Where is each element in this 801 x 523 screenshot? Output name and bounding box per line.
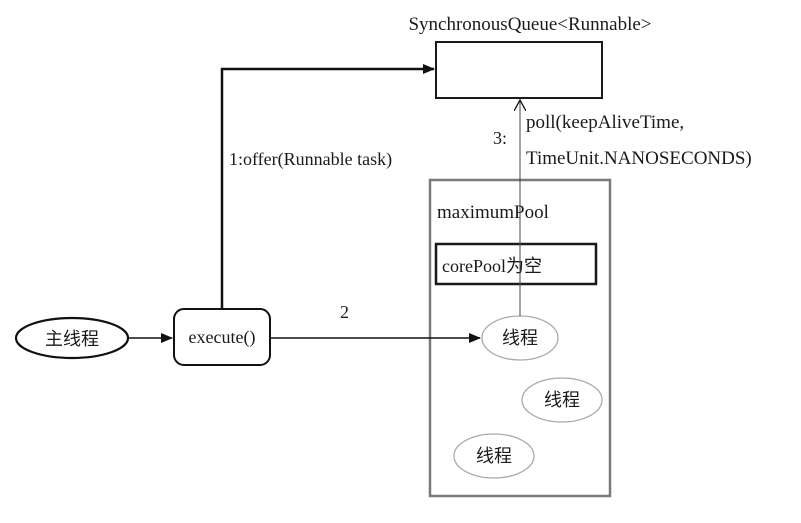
thread-label-2: 线程	[544, 390, 580, 411]
core-pool-label: corePool为空	[442, 256, 542, 276]
maximum-pool-label: maximumPool	[437, 202, 549, 223]
core-pool-box	[434, 242, 598, 286]
step-dispatch-label: 2	[340, 302, 349, 322]
queue-label: SynchronousQueue<Runnable>	[408, 14, 651, 35]
thread-node-3	[453, 433, 535, 479]
queue-box	[435, 41, 603, 99]
main-thread-label: 主线程	[45, 329, 99, 350]
step-poll-line1: poll(keepAliveTime,	[526, 112, 684, 133]
execute-label: execute()	[189, 327, 256, 348]
arrow-offer	[220, 64, 435, 309]
step-offer-label: 1:offer(Runnable task)	[229, 149, 392, 170]
thread-label-1: 线程	[502, 328, 538, 349]
thread-node-2	[521, 377, 603, 423]
step-poll-line2: TimeUnit.NANOSECONDS)	[526, 148, 752, 169]
thread-label-3: 线程	[476, 446, 512, 467]
step-poll-number: 3:	[493, 128, 507, 148]
